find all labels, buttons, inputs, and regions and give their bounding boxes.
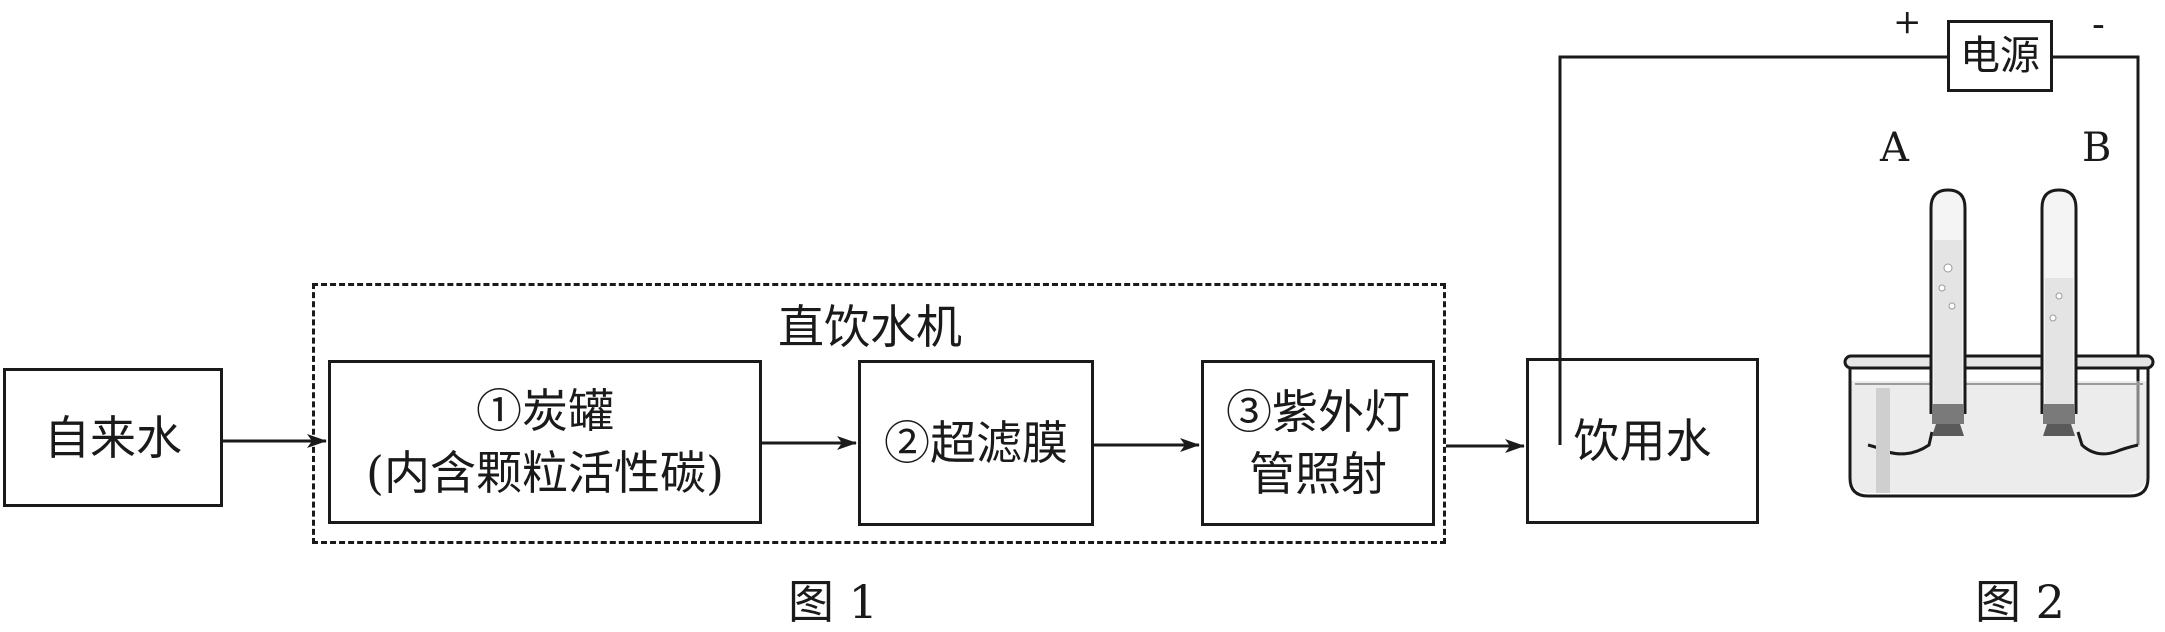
plus-sign: + [1893, 2, 1922, 42]
beaker-water [1850, 374, 2138, 375]
figure-1-caption: 图 1 [788, 575, 878, 629]
electrode-a [1932, 404, 1964, 424]
water-machine-label: 直饮水机 [778, 300, 962, 354]
beaker-water-fill [1850, 381, 2148, 493]
wire-b-into-beaker [2076, 431, 2139, 456]
drinking-water-label: 饮用水 [1573, 414, 1712, 468]
carbon-tank-title: ①炭罐 [476, 384, 614, 438]
power-supply-label: 电源 [1960, 33, 2040, 79]
beaker-rim [1843, 354, 2155, 370]
tube-b-liquid [2045, 278, 2073, 412]
electrode-b-label: B [2082, 125, 2112, 171]
wire-left [1558, 55, 1947, 445]
ultrafiltration-box: ②超滤膜 [858, 360, 1094, 526]
electrode-a-label: A [1880, 125, 1909, 171]
ultrafiltration-label: ②超滤膜 [884, 416, 1068, 470]
drinking-water-box: 饮用水 [1526, 358, 1759, 524]
water-machine-frame [312, 283, 1446, 544]
figure-2-caption: 图 2 [1975, 575, 2065, 629]
wire-right [2053, 55, 2140, 445]
power-supply-box: 电源 [1947, 20, 2053, 92]
tap-water-label: 自来水 [44, 410, 182, 465]
carbon-tank-box: ①炭罐 (内含颗粒活性碳) [328, 360, 762, 524]
minus-sign: - [2092, 2, 2105, 46]
electrode-b [2043, 404, 2075, 424]
tap-water-box: 自来水 [3, 368, 223, 507]
uv-lamp-line-1: ③紫外灯 [1226, 385, 1410, 439]
beaker [1848, 366, 2150, 498]
uv-lamp-box: ③紫外灯 管照射 [1201, 360, 1435, 526]
uv-lamp-line-2: 管照射 [1249, 447, 1387, 501]
carbon-tank-note: (内含颗粒活性碳) [366, 446, 724, 500]
